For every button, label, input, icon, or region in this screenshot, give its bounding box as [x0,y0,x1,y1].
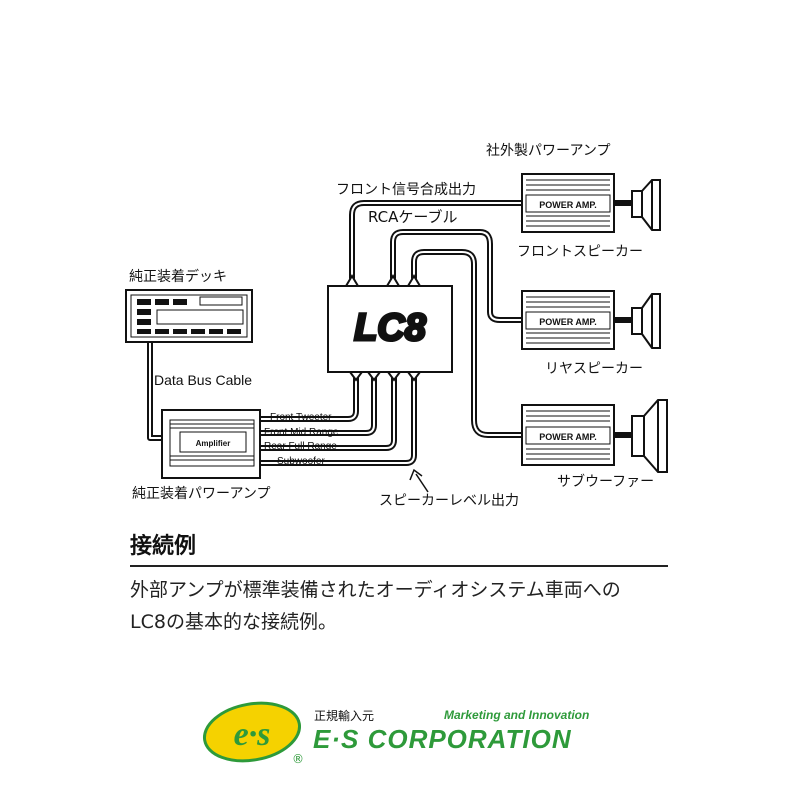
svg-text:POWER AMP.: POWER AMP. [539,200,597,210]
rca-cable-label: RCAケーブル [368,208,458,226]
svg-text:POWER AMP.: POWER AMP. [539,432,597,442]
wire-label-front-tweeter: Front Tweeter [270,412,332,423]
section-heading: 接続例 [130,534,197,559]
company-tagline: Marketing and Innovation [444,708,590,722]
front-speaker-label: フロントスピーカー [517,244,643,260]
speaker-level-label: スピーカーレベル出力 [379,493,519,509]
heading-divider [130,565,668,567]
power-amp-front: POWER AMP. [521,173,615,233]
diagram-caption: 外部アンプが標準装備されたオーディオシステム車両への LC8の基本的な接続例。 [130,574,621,638]
wire-label-front-mid: Front Mid Range [264,427,339,438]
logo-ellipse [202,701,302,763]
aftermarket-amp-label: 社外製パワーアンプ [486,143,610,159]
caption-line-1: 外部アンプが標準装備されたオーディオシステム車両への [130,579,621,601]
oem-amplifier: Amplifier [161,409,261,479]
connection-diagram: Amplifier LC8 POWER AMP. POWER AMP. [125,143,668,509]
oem-amp-caption: 純正装着パワーアンプ [132,486,270,502]
svg-text:POWER AMP.: POWER AMP. [539,317,597,327]
power-amp-rear: POWER AMP. [521,290,615,350]
head-unit [125,289,253,343]
speaker-rear-icon [631,293,661,349]
data-bus-label: Data Bus Cable [154,372,252,388]
logo-mark: e·s [234,716,271,753]
speaker-front-icon [631,179,661,231]
wire-label-rear-full: Rear Full Range [264,441,337,452]
registered-mark: ® [292,752,304,766]
speaker-level-arrow [409,468,429,493]
importer-label: 正規輸入元 [314,709,375,723]
oem-amp-label: Amplifier [196,439,231,448]
es-logo: e·s [202,701,302,763]
lc8-logo: LC8 [354,307,427,349]
lc8-unit: LC8 [327,274,453,382]
company-name: E·S CORPORATION [313,724,572,754]
front-signal-label: フロント信号合成出力 [336,182,476,198]
subwoofer-label: サブウーファー [557,473,654,490]
subwoofer-speaker-icon [631,399,668,473]
head-unit-label: 純正装着デッキ [129,268,227,285]
rear-speaker-label: リヤスピーカー [545,361,643,377]
wire-label-subwoofer: Subwoofer [277,456,325,467]
caption-line-2: LC8の基本的な接続例。 [130,611,337,633]
power-amp-sub: POWER AMP. [521,404,615,466]
